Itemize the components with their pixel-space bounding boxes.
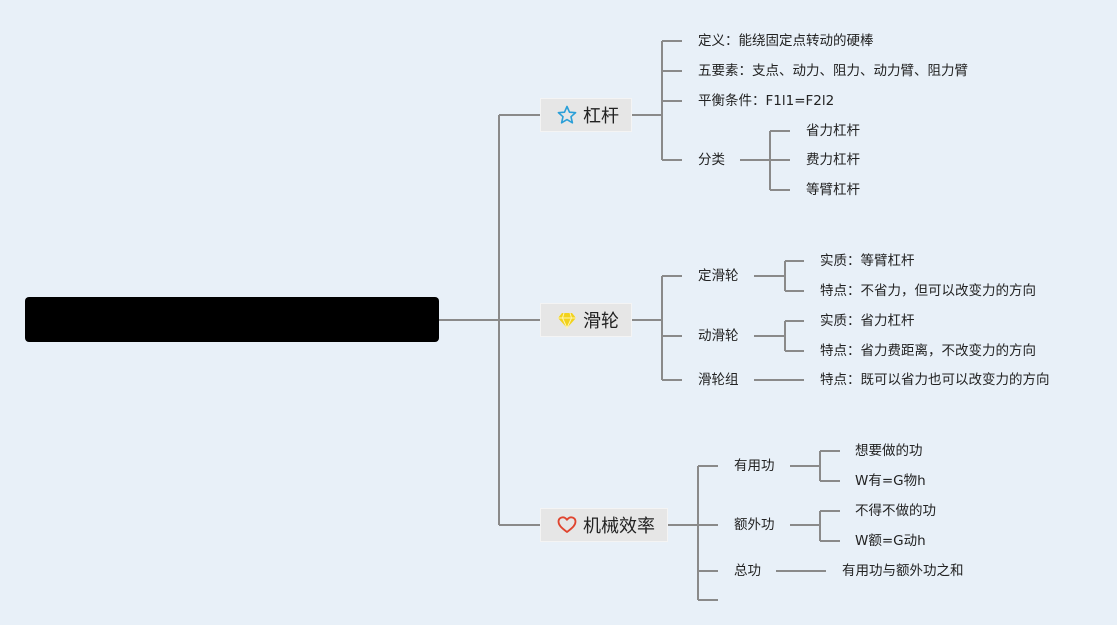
fixed-pulley[interactable]: 定滑轮: [698, 268, 739, 284]
total-work-description[interactable]: 有用功与额外功之和: [842, 563, 964, 579]
extra-work-item[interactable]: W额=G动h: [855, 533, 926, 549]
topic-pulley-label: 滑轮: [583, 311, 619, 332]
useful-work-item[interactable]: 想要做的功: [855, 443, 923, 459]
pulley-block[interactable]: 滑轮组: [698, 372, 739, 388]
topic-mechanical-efficiency-label: 机械效率: [583, 516, 655, 537]
heart-icon: [557, 515, 577, 535]
lever-category-item[interactable]: 省力杠杆: [806, 123, 860, 139]
movable-pulley-feature[interactable]: 特点：省力费距离，不改变力的方向: [820, 343, 1036, 359]
topic-pulley[interactable]: 滑轮: [540, 303, 632, 337]
useful-work[interactable]: 有用功: [734, 458, 775, 474]
extra-work[interactable]: 额外功: [734, 517, 775, 533]
fixed-pulley-feature[interactable]: 特点：不省力，但可以改变力的方向: [820, 283, 1036, 299]
star-icon: [557, 105, 577, 125]
total-work[interactable]: 总功: [734, 563, 761, 579]
pulley-block-feature[interactable]: 特点：既可以省力也可以改变力的方向: [820, 372, 1050, 388]
lever-definition[interactable]: 定义：能绕固定点转动的硬棒: [698, 33, 874, 49]
extra-work-item[interactable]: 不得不做的功: [855, 503, 936, 519]
lever-category-item[interactable]: 费力杠杆: [806, 152, 860, 168]
movable-pulley-essence[interactable]: 实质：省力杠杆: [820, 313, 915, 329]
lever-category-item[interactable]: 等臂杠杆: [806, 182, 860, 198]
movable-pulley[interactable]: 动滑轮: [698, 328, 739, 344]
lever-balance-condition[interactable]: 平衡条件：F1l1=F2l2: [698, 93, 835, 109]
topic-lever-label: 杠杆: [583, 106, 619, 127]
useful-work-item[interactable]: W有=G物h: [855, 473, 926, 489]
lever-category[interactable]: 分类: [698, 152, 725, 168]
lever-elements[interactable]: 五要素：支点、动力、阻力、动力臂、阻力臂: [698, 63, 968, 79]
root-topic[interactable]: [25, 297, 439, 342]
diamond-icon: [557, 310, 577, 330]
fixed-pulley-essence[interactable]: 实质：等臂杠杆: [820, 253, 915, 269]
topic-lever[interactable]: 杠杆: [540, 98, 632, 132]
topic-mechanical-efficiency[interactable]: 机械效率: [540, 508, 668, 542]
